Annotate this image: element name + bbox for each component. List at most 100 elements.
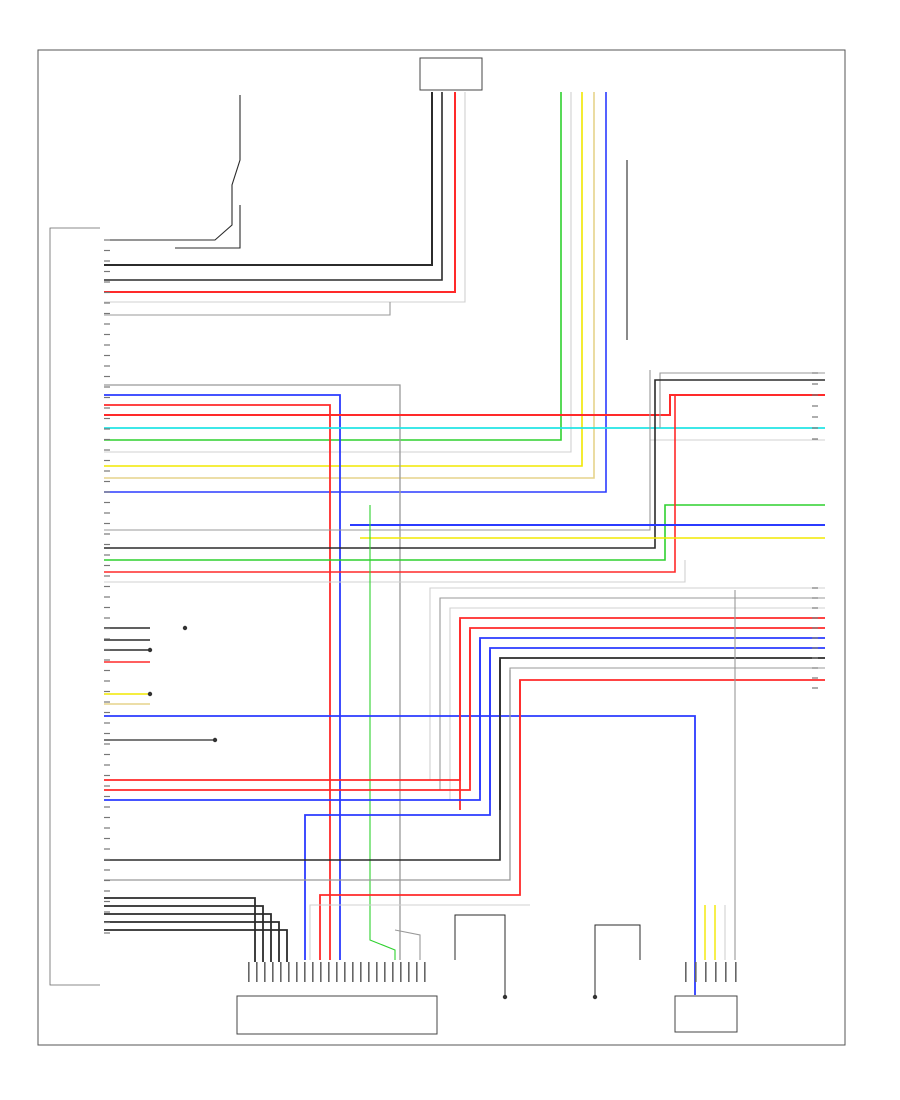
- connector-pin-280: [280, 962, 282, 982]
- pin-mark-l-755: [104, 753, 110, 756]
- wire-rl-7: [489, 647, 825, 800]
- pin-mark-l-576: [104, 575, 110, 577]
- pin-mark-l-482: [104, 480, 110, 483]
- wire-rl-4: [459, 617, 825, 810]
- pin-mark-l-366: [104, 365, 110, 367]
- ground-symbol-g1: [502, 994, 508, 1000]
- pin-mark-rr-658: [812, 657, 818, 659]
- wire-tl-2: [175, 205, 241, 249]
- pin-mark-l-398: [104, 396, 110, 399]
- pin-mark-l-261: [104, 260, 110, 262]
- wire-tr-blu: [104, 92, 607, 493]
- pin-mark-l-419: [104, 417, 110, 420]
- pin-mark-rr-618: [812, 617, 818, 619]
- pin-mark-l-524: [104, 522, 110, 525]
- pin-mark-rr-608: [812, 607, 818, 609]
- pin-mark-r-395: [812, 394, 818, 396]
- pin-mark-l-408: [104, 407, 110, 409]
- wire-rl-9: [509, 667, 825, 780]
- pin-mark-l-345: [104, 344, 110, 346]
- wire-r-wht-3: [104, 560, 686, 583]
- pin-mark-l-251: [104, 249, 110, 252]
- pin-mark-l-692: [104, 690, 110, 693]
- pin-mark-l-450: [104, 449, 110, 451]
- wire-tc-wht: [104, 92, 466, 303]
- pin-mark-l-587: [104, 585, 110, 588]
- connector-pin-424: [424, 962, 426, 982]
- pin-mark-l-723: [104, 722, 110, 724]
- wire-lb-red-1: [104, 620, 461, 781]
- pin-mark-r-406: [812, 405, 818, 407]
- pin-mark-l-639: [104, 638, 110, 640]
- pin-mark-rr-648: [812, 647, 818, 649]
- wire-r-red-1: [104, 404, 331, 960]
- connector-pin-336: [336, 962, 338, 982]
- wire-rl-10: [519, 679, 825, 790]
- wire-bb-4: [104, 929, 288, 962]
- wire-rl-6: [479, 637, 825, 790]
- wire-r-gry-1: [104, 384, 401, 960]
- wire-r-gry-3: [104, 370, 651, 531]
- connector-pin-r-725: [725, 962, 727, 982]
- pin-mark-l-681: [104, 680, 110, 682]
- wire-lb-red-3: [319, 680, 521, 960]
- wire-bc-2: [594, 924, 641, 995]
- connector-pin-248: [248, 962, 250, 982]
- connector-pin-272: [272, 962, 274, 982]
- wire-lb-blu-3: [304, 650, 491, 960]
- connector-pin-264: [264, 962, 266, 982]
- connector-pin-256: [256, 962, 258, 982]
- connector-pin-296: [296, 962, 298, 982]
- pin-mark-l-387: [104, 386, 110, 388]
- bottom-right-connector-box: [674, 995, 738, 1033]
- pin-mark-l-356: [104, 354, 110, 357]
- pin-mark-l-492: [104, 491, 110, 493]
- pin-mark-r-417: [812, 416, 818, 418]
- pin-mark-l-240: [104, 239, 110, 241]
- pin-mark-l-923: [104, 921, 110, 924]
- pin-mark-l-660: [104, 659, 110, 661]
- wire-lb-red-2: [104, 630, 471, 791]
- pin-mark-l-293: [104, 291, 110, 294]
- connector-pin-408: [408, 962, 410, 982]
- pin-mark-rr-688: [812, 687, 818, 689]
- pin-mark-l-849: [104, 848, 110, 850]
- wire-bb-2: [104, 913, 272, 962]
- wire-lb-blk-4: [104, 660, 501, 861]
- wire-lb-blu-1: [104, 715, 696, 960]
- pin-mark-l-629: [104, 627, 110, 630]
- pin-mark-l-891: [104, 890, 110, 892]
- pin-mark-l-303: [104, 302, 110, 304]
- pin-mark-l-702: [104, 701, 110, 703]
- connector-pin-352: [352, 962, 354, 982]
- connector-pin-400: [400, 962, 402, 982]
- connector-pin-416: [416, 962, 418, 982]
- pin-mark-l-440: [104, 438, 110, 441]
- wire-r-red-3: [104, 395, 676, 573]
- wire-bb-3: [104, 921, 280, 962]
- connector-pin-r-685: [685, 962, 687, 982]
- connector-pin-288: [288, 962, 290, 982]
- connector-pin-344: [344, 962, 346, 982]
- pin-mark-l-734: [104, 732, 110, 735]
- pin-mark-l-429: [104, 428, 110, 430]
- wire-r-red-2: [104, 394, 825, 416]
- pin-mark-l-902: [104, 900, 110, 903]
- wire-tr-tan: [104, 92, 595, 479]
- pin-mark-l-545: [104, 543, 110, 546]
- wire-layer: [104, 92, 825, 995]
- pin-mark-l-608: [104, 606, 110, 609]
- pin-mark-l-597: [104, 596, 110, 598]
- pin-mark-l-566: [104, 564, 110, 567]
- ground-layer: [147, 625, 598, 1000]
- ground-symbol-g2: [592, 994, 598, 1000]
- wire-tr-yel: [104, 92, 583, 467]
- pin-mark-l-933: [104, 932, 110, 934]
- pin-mark-rr-598: [812, 597, 818, 599]
- top-center-connector-box: [419, 57, 483, 91]
- wire-tr-wht: [104, 92, 572, 453]
- ground-symbol-m3: [147, 691, 153, 697]
- connector-pin-392: [392, 962, 394, 982]
- wire-tl-1: [104, 95, 241, 241]
- pin-mark-l-786: [104, 785, 110, 787]
